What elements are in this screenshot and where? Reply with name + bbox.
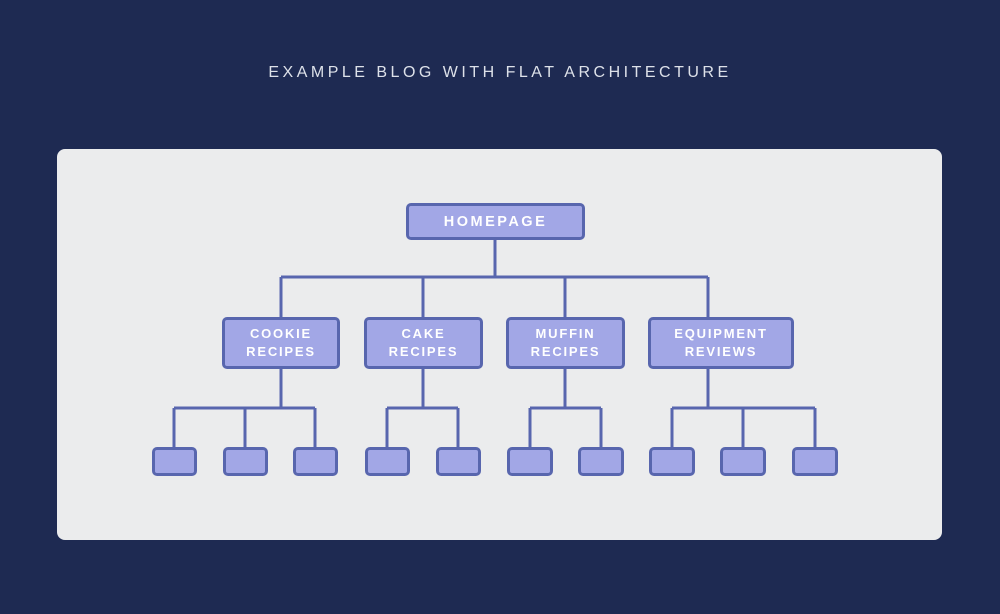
page-title: EXAMPLE BLOG WITH FLAT ARCHITECTURE: [268, 64, 732, 81]
leaf-node: [436, 447, 481, 476]
leaf-node: [649, 447, 695, 476]
leaf-node: [578, 447, 624, 476]
diagram-panel: HOMEPAGE COOKIE RECIPES CAKE RECIPES MUFFIN…: [57, 149, 942, 540]
leaf-node: [792, 447, 838, 476]
connector-layer: [172, 240, 817, 447]
leaf-node: [152, 447, 197, 476]
node-cookie-recipes: COOKIE RECIPES: [222, 317, 340, 369]
leaf-node: [293, 447, 338, 476]
node-muffin-recipes: MUFFIN RECIPES: [506, 317, 625, 369]
node-equipment-reviews: EQUIPMENT REVIEWS: [648, 317, 794, 369]
node-homepage: HOMEPAGE: [406, 203, 585, 240]
leaf-node: [365, 447, 410, 476]
leaf-node: [223, 447, 268, 476]
node-cake-recipes: CAKE RECIPES: [364, 317, 483, 369]
leaf-node: [720, 447, 766, 476]
leaf-node: [507, 447, 553, 476]
node-layer: HOMEPAGE COOKIE RECIPES CAKE RECIPES MUFFIN…: [57, 149, 942, 540]
